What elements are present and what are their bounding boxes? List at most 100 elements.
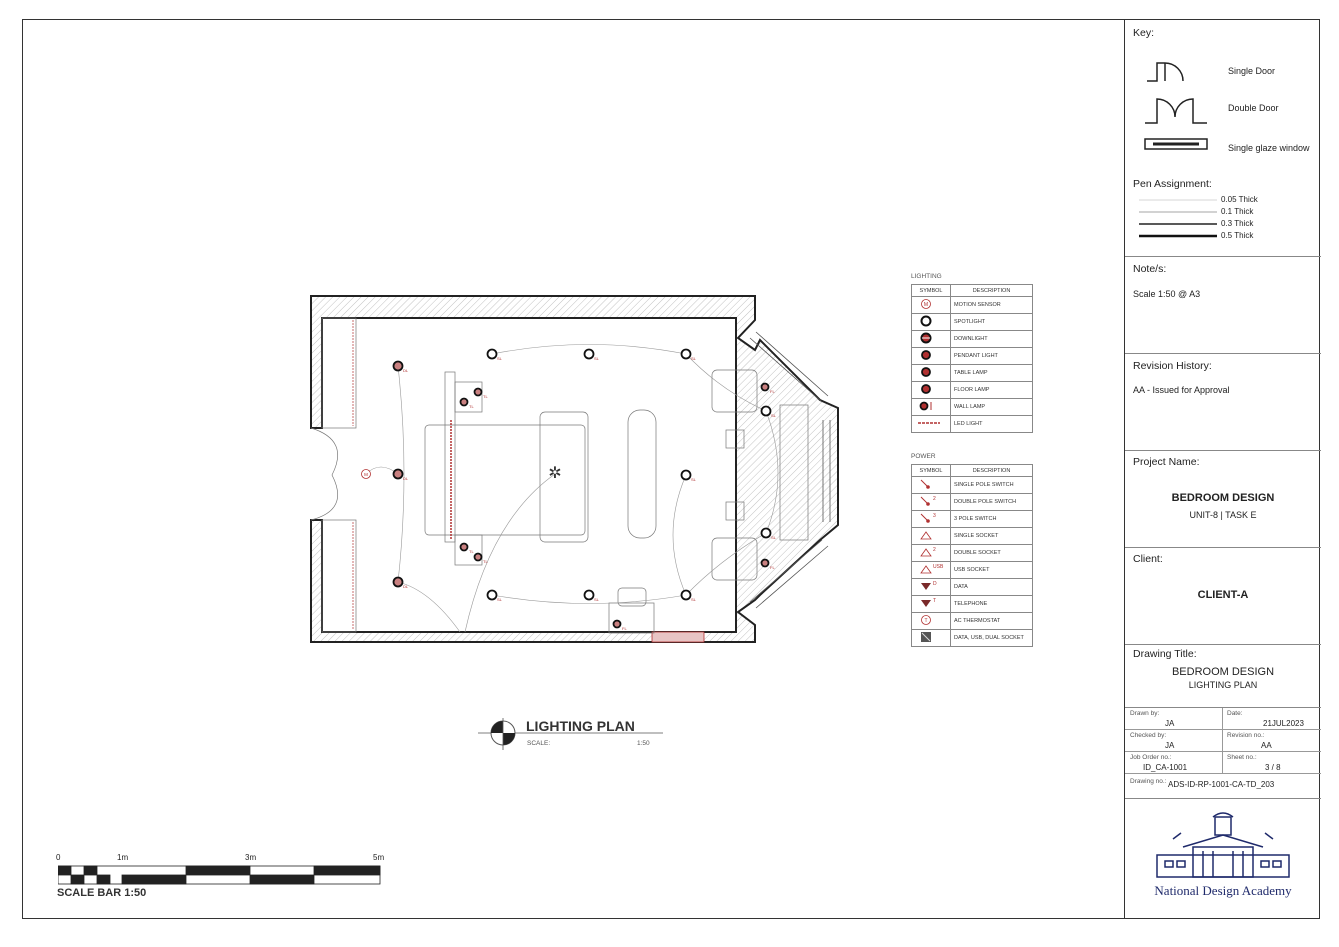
motion-label: M	[364, 472, 368, 477]
legend-symbol	[911, 527, 951, 545]
legend-description: SPOTLIGHT	[950, 313, 1033, 331]
table-light-fixture	[459, 397, 469, 407]
circuit-lines	[365, 344, 779, 633]
col-description: DESCRIPTION	[950, 284, 1033, 297]
legend-symbol	[911, 347, 951, 365]
legend-symbol	[911, 313, 951, 331]
spot-light-fixture	[760, 405, 772, 417]
table-light-fixture	[473, 552, 483, 562]
legend-symbol	[911, 398, 951, 416]
legend-row: DATA, USB, DUAL SOCKET	[911, 629, 1033, 647]
legend-description: DATA	[950, 578, 1033, 596]
legend-symbol: 2	[911, 544, 951, 562]
spot-light-fixture	[583, 348, 595, 360]
legend-symbol	[911, 629, 951, 647]
client-section: Client: CLIENT-A	[1125, 548, 1321, 645]
info-grid: Drawn by:JA Date:21JUL2023 Checked by:JA…	[1125, 708, 1321, 799]
data-icon: D	[921, 581, 937, 590]
legend-row: M MOTION SENSOR	[911, 296, 1033, 314]
lighting-legend-title: LIGHTING	[911, 273, 942, 280]
drawn-by: JA	[1165, 719, 1175, 728]
job-order-label: Job Order no.:	[1130, 754, 1172, 761]
plan-title: LIGHTING PLAN	[526, 718, 635, 734]
legend-symbol: M	[911, 296, 951, 314]
pen-05: 0.5 Thick	[1221, 231, 1254, 240]
legend-row: LED LIGHT	[911, 415, 1033, 433]
pen-weights	[1139, 199, 1217, 238]
legend-description: SINGLE SOCKET	[950, 527, 1033, 545]
fixture-label: SL	[691, 477, 697, 482]
revision-section: Revision History: AA - Issued for Approv…	[1125, 354, 1321, 451]
project-sub: UNIT-8 | TASK E	[1189, 510, 1257, 520]
legend-row: SINGLE POLE SWITCH	[911, 476, 1033, 494]
legend-sup: 2	[933, 547, 936, 553]
key-title: Key:	[1133, 27, 1155, 39]
data-usb-dual-socket-icon	[921, 632, 931, 642]
fixture-label: TL	[483, 559, 488, 564]
legend-description: LED LIGHT	[950, 415, 1033, 433]
fixture-label: SL	[497, 356, 503, 361]
legend-sup: D	[933, 581, 937, 587]
legend-symbol: T	[911, 595, 951, 613]
legend-description: MOTION SENSOR	[950, 296, 1033, 314]
project-section: Project Name: BEDROOM DESIGN UNIT-8 | TA…	[1125, 451, 1321, 548]
legend-symbol	[911, 415, 951, 433]
downlight-icon	[920, 332, 932, 344]
single-glaze-window-icon	[1144, 138, 1208, 150]
legend-row: FLOOR LAMP	[911, 381, 1033, 399]
fixture-label: SL	[594, 356, 600, 361]
floor-light-fixture	[760, 558, 770, 568]
legend-symbol	[911, 330, 951, 348]
job-order: ID_CA-1001	[1143, 763, 1188, 772]
bay-window	[749, 331, 831, 609]
svg-text:T: T	[924, 618, 927, 624]
legend-row: D DATA	[911, 578, 1033, 596]
svg-text:M: M	[924, 302, 928, 308]
legend-sup: USB	[933, 564, 944, 570]
drawing-title-line2: LIGHTING PLAN	[1188, 680, 1258, 690]
drawing-sheet-border	[22, 19, 1320, 919]
legend-row: SINGLE SOCKET	[911, 527, 1033, 545]
legend-description: AC THERMOSTAT	[950, 612, 1033, 630]
fixture-label: TL	[469, 404, 474, 409]
legend-description: TELEPHONE	[950, 595, 1033, 613]
led-light-icon	[918, 422, 940, 424]
fixture-label: SL	[771, 413, 777, 418]
legend-row: DOWNLIGHT	[911, 330, 1033, 348]
legend-sup: T	[933, 598, 936, 604]
sheet-no: 3 / 8	[1265, 763, 1281, 772]
legend-row: 2 DOUBLE SOCKET	[911, 544, 1033, 562]
wardrobes	[310, 317, 357, 633]
col-symbol: SYMBOL	[911, 284, 951, 297]
legend-symbol	[911, 476, 951, 494]
legend-description: DOUBLE SOCKET	[950, 544, 1033, 562]
legend-row: T AC THERMOSTAT	[911, 612, 1033, 630]
col-symbol: SYMBOL	[911, 464, 951, 477]
sheet-label: Sheet no.:	[1227, 754, 1257, 761]
checked-by-label: Checked by:	[1130, 732, 1167, 739]
plan-scale-value: 1:50	[637, 740, 650, 747]
fixture-label: SL	[771, 535, 777, 540]
legend-symbol: D	[911, 578, 951, 596]
floor-light-fixture	[612, 619, 622, 629]
legend-symbol: T	[911, 612, 951, 630]
double-door-icon	[1145, 98, 1207, 124]
legend-sup: 2	[933, 496, 936, 502]
notes-section: Note/s: Scale 1:50 @ A3	[1125, 257, 1321, 354]
single-socket-icon	[920, 531, 932, 540]
notes-text: Scale 1:50 @ A3	[1133, 289, 1201, 299]
drawing-no: ADS-ID-RP-1001-CA-TD_203	[1168, 780, 1275, 789]
key-single-glaze-window: Single glaze window	[1228, 143, 1310, 153]
scale-tick-5m: 5m	[373, 853, 385, 862]
down-light-fixture	[392, 576, 404, 588]
pen-01: 0.1 Thick	[1221, 207, 1254, 216]
legend-symbol	[911, 364, 951, 382]
down-light-fixture	[392, 360, 404, 372]
date: 21JUL2023	[1263, 719, 1304, 728]
fixture-label: SL	[691, 597, 697, 602]
project-title: Project Name:	[1133, 456, 1200, 468]
